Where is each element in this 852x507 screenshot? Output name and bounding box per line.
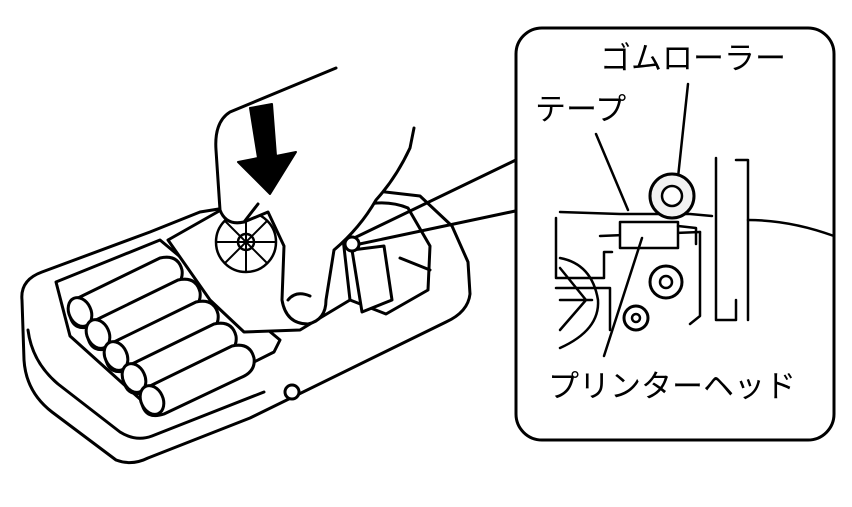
tape-reel [214,210,278,274]
callout-connector [348,156,522,248]
printer-head-label: プリンターヘッド [548,369,796,405]
callout-origin [343,235,361,253]
gear [622,264,684,332]
down-arrow-icon [237,103,297,195]
rubber-roller [648,172,696,220]
battery-pack [66,255,256,418]
detail-callout [514,26,836,442]
rubber-roller-label: ゴムローラー [600,41,786,77]
tape-label: テープ [535,92,627,128]
callout-reel [558,256,600,350]
printer-body [20,186,472,465]
